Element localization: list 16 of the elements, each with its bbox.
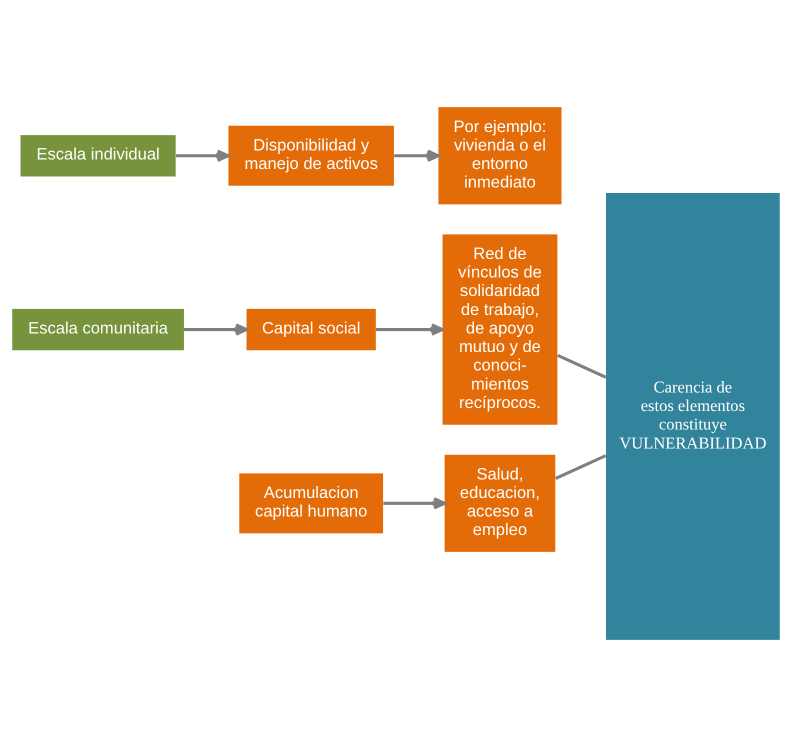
arrow xyxy=(376,322,444,336)
node-box: Por ejemplo: vivienda o el entorno inmediato xyxy=(438,106,562,204)
node-box: Escala comunitaria xyxy=(12,308,184,350)
node-box: Salud, educacion, acceso a empleo xyxy=(444,454,556,552)
arrow xyxy=(184,322,248,336)
node-box: Escala individual xyxy=(20,134,176,176)
node-box: Acumulacion capital humano xyxy=(239,472,384,533)
arrow xyxy=(176,149,230,162)
arrow xyxy=(383,496,446,510)
arrow xyxy=(394,149,440,162)
node-box: Capital social xyxy=(246,308,376,350)
node-box: Carencia de estos elementos constituye VULNERABILIDAD xyxy=(606,192,780,640)
node-box: Disponibilidad y manejo de activos xyxy=(228,125,394,186)
connector xyxy=(557,353,607,378)
connector xyxy=(555,454,606,480)
node-box: Red de vínculos de solidaridad de trabajo, de apoyo mutuo y de conoci- mientos recíprocos. xyxy=(442,234,558,424)
